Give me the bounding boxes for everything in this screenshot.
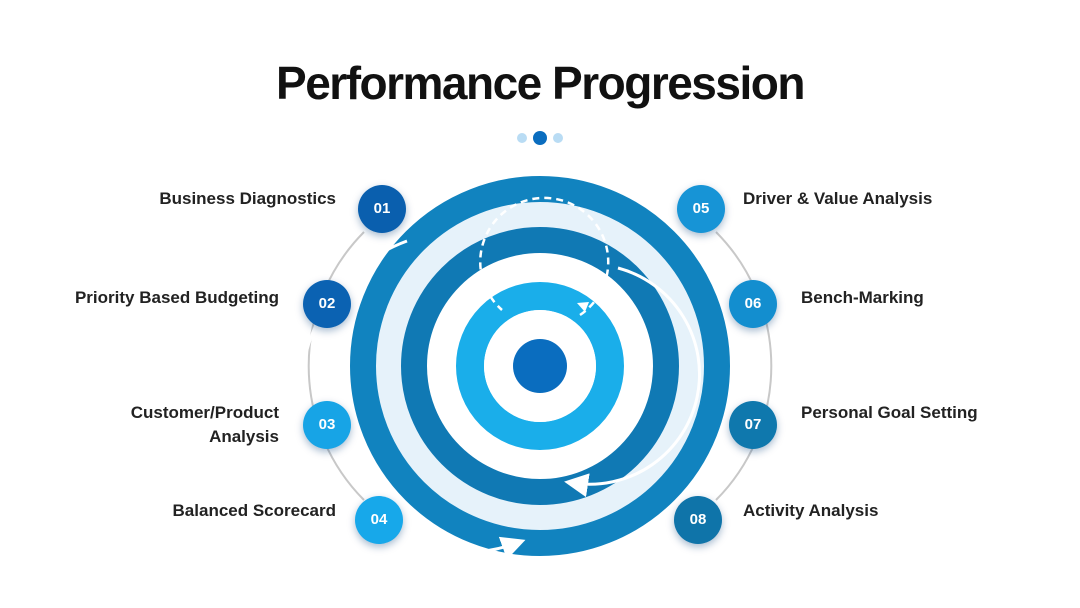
right-connector-arc — [715, 231, 773, 501]
step-label-activity-analysis: Activity Analysis — [743, 501, 879, 520]
step-label-balanced-scorecard: Balanced Scorecard — [172, 501, 336, 520]
step-badge-07: 07 — [729, 401, 777, 449]
step-label-personal-goal-setting: Personal Goal Setting — [801, 403, 978, 422]
title-decoration-dots — [0, 130, 1080, 146]
inner-arrowhead — [577, 302, 589, 312]
middle-arrow — [564, 266, 701, 498]
step-label-customer-product-analysis: Customer/Product Analysis — [130, 403, 279, 446]
step-label-driver-value-analysis: Driver & Value Analysis — [743, 189, 933, 208]
step-badge-03: 03 — [303, 401, 351, 449]
step-label-bench-marking: Bench-Marking — [801, 288, 924, 307]
step-badge-04: 04 — [355, 496, 403, 544]
left-connector-arc — [307, 231, 365, 501]
decoration-dot — [553, 133, 563, 143]
step-label-priority-based-budgeting: Priority Based Budgeting — [74, 288, 279, 307]
step-badge-05: 05 — [677, 185, 725, 233]
middle-ring — [401, 227, 679, 505]
center-dot — [513, 339, 567, 393]
step-label-business-diagnostics: Business Diagnostics — [159, 189, 336, 208]
step-badge-08: 08 — [674, 496, 722, 544]
inner-ring — [456, 282, 624, 450]
outer-ring — [350, 176, 730, 556]
page-title: Performance Progression — [276, 57, 805, 109]
decoration-dot — [517, 133, 527, 143]
step-badge-06: 06 — [729, 280, 777, 328]
step-badge-02: 02 — [303, 280, 351, 328]
decoration-dot-active — [533, 131, 547, 145]
inner-dashed-arrow — [479, 196, 610, 317]
step-badge-01: 01 — [358, 185, 406, 233]
outer-arrow — [299, 239, 526, 560]
